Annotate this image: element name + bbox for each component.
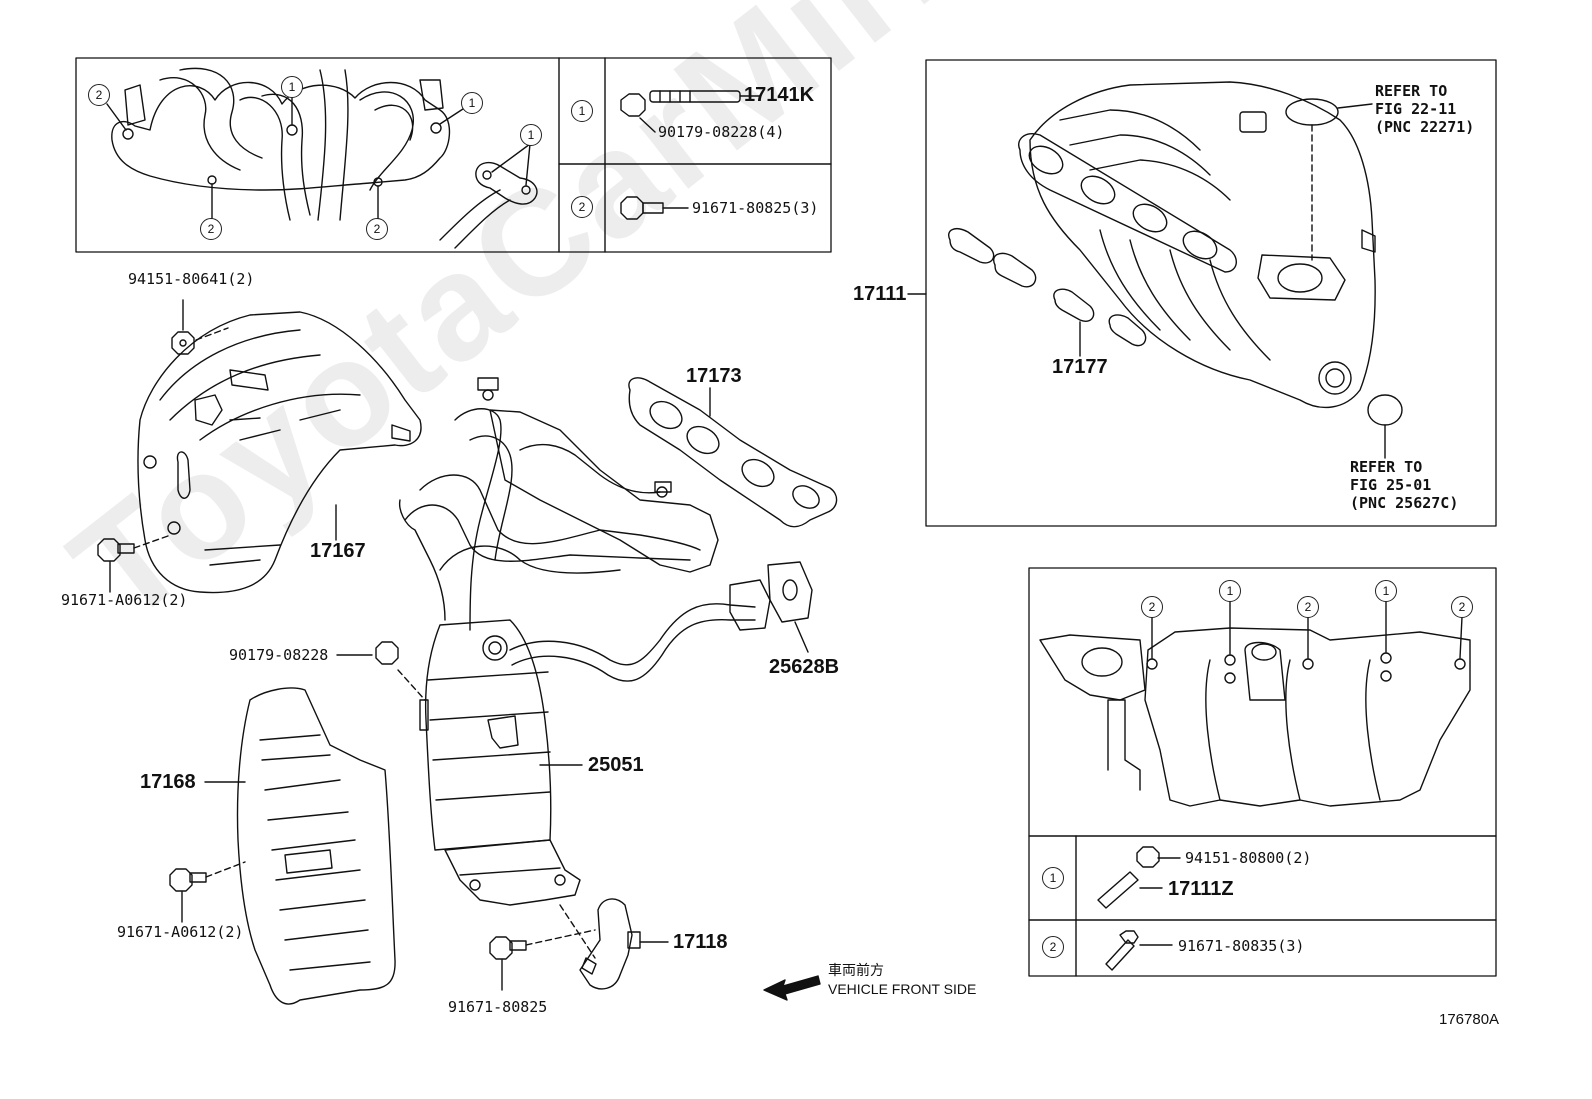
nut-94151-80641 bbox=[171, 299, 229, 355]
part-label-25628B: 25628B bbox=[769, 656, 840, 678]
part-label-90179-08228-4: 90179-08228(4) bbox=[658, 123, 785, 141]
egr-gasket-25628B bbox=[767, 561, 813, 653]
circle-mark-2: 2 bbox=[200, 218, 222, 240]
part-label-17177: 17177 bbox=[1052, 356, 1108, 378]
part-label-17173: 17173 bbox=[686, 365, 742, 387]
refer-line: FIG 25-01 bbox=[1350, 476, 1432, 494]
refer-line: REFER TO bbox=[1375, 82, 1448, 100]
part-label-94151-80641-2: 94151-80641(2) bbox=[128, 270, 255, 288]
part-label-90179-08228: 90179-08228 bbox=[229, 646, 329, 664]
circle-mark-2: 2 bbox=[88, 84, 110, 106]
part-label-94151-80800-2: 94151-80800(2) bbox=[1185, 849, 1312, 867]
legend-circle-2: 2 bbox=[1042, 936, 1064, 958]
circle-mark-2: 2 bbox=[1297, 596, 1319, 618]
refer-line: REFER TO bbox=[1350, 458, 1423, 476]
circle-mark-2: 2 bbox=[1141, 596, 1163, 618]
refer-line: (PNC 25627C) bbox=[1350, 494, 1459, 512]
circle-mark-1: 1 bbox=[1219, 580, 1241, 602]
legend-circle-1: 1 bbox=[1042, 867, 1064, 889]
intake-manifold-box bbox=[907, 59, 1497, 527]
direction-english: VEHICLE FRONT SIDE bbox=[828, 981, 977, 997]
part-label-91671-A0612-2: 91671-A0612(2) bbox=[117, 923, 244, 941]
upper-heat-insulator bbox=[137, 311, 422, 594]
exhaust-gasket-17173 bbox=[628, 377, 838, 528]
lower-heat-insulator bbox=[204, 687, 396, 1005]
part-label-17141K: 17141K bbox=[744, 84, 815, 106]
part-label-17167: 17167 bbox=[310, 540, 366, 562]
circle-mark-1: 1 bbox=[461, 92, 483, 114]
refer-line: (PNC 22271) bbox=[1375, 118, 1475, 136]
circle-mark-1: 1 bbox=[520, 124, 542, 146]
part-label-91671-A0612-2: 91671-A0612(2) bbox=[61, 591, 188, 609]
part-label-91671-80825-3: 91671-80825(3) bbox=[692, 199, 819, 217]
circle-mark-1: 1 bbox=[1375, 580, 1397, 602]
part-label-17168: 17168 bbox=[140, 771, 196, 793]
intake-fastener-box bbox=[1028, 567, 1497, 977]
part-label-91671-80835-3: 91671-80835(3) bbox=[1178, 937, 1305, 955]
part-label-17118: 17118 bbox=[673, 931, 728, 953]
part-label-17111: 17111 bbox=[853, 283, 907, 305]
direction-japanese: 車両前方 bbox=[828, 962, 884, 978]
bracket-17118 bbox=[489, 898, 669, 991]
exhaust-flange-detail-box bbox=[75, 57, 832, 253]
part-label-17111Z: 17111Z bbox=[1168, 878, 1234, 900]
legend-circle-2: 2 bbox=[571, 196, 593, 218]
part-label-91671-80825: 91671-80825 bbox=[448, 998, 548, 1016]
legend-circle-1: 1 bbox=[571, 100, 593, 122]
figure-code: 176780A bbox=[1439, 1011, 1500, 1028]
bolt-91671-A0612-upper bbox=[97, 535, 169, 593]
refer-line: FIG 22-11 bbox=[1375, 100, 1457, 118]
circle-mark-1: 1 bbox=[281, 76, 303, 98]
bolt-91671-A0612-lower bbox=[169, 861, 246, 923]
vehicle-front-arrow bbox=[763, 975, 821, 1001]
circle-mark-2: 2 bbox=[366, 218, 388, 240]
exhaust-manifold-converter bbox=[398, 377, 771, 906]
nut-90179-08228 bbox=[336, 641, 426, 701]
part-label-25051: 25051 bbox=[588, 754, 644, 776]
circle-mark-2: 2 bbox=[1451, 596, 1473, 618]
